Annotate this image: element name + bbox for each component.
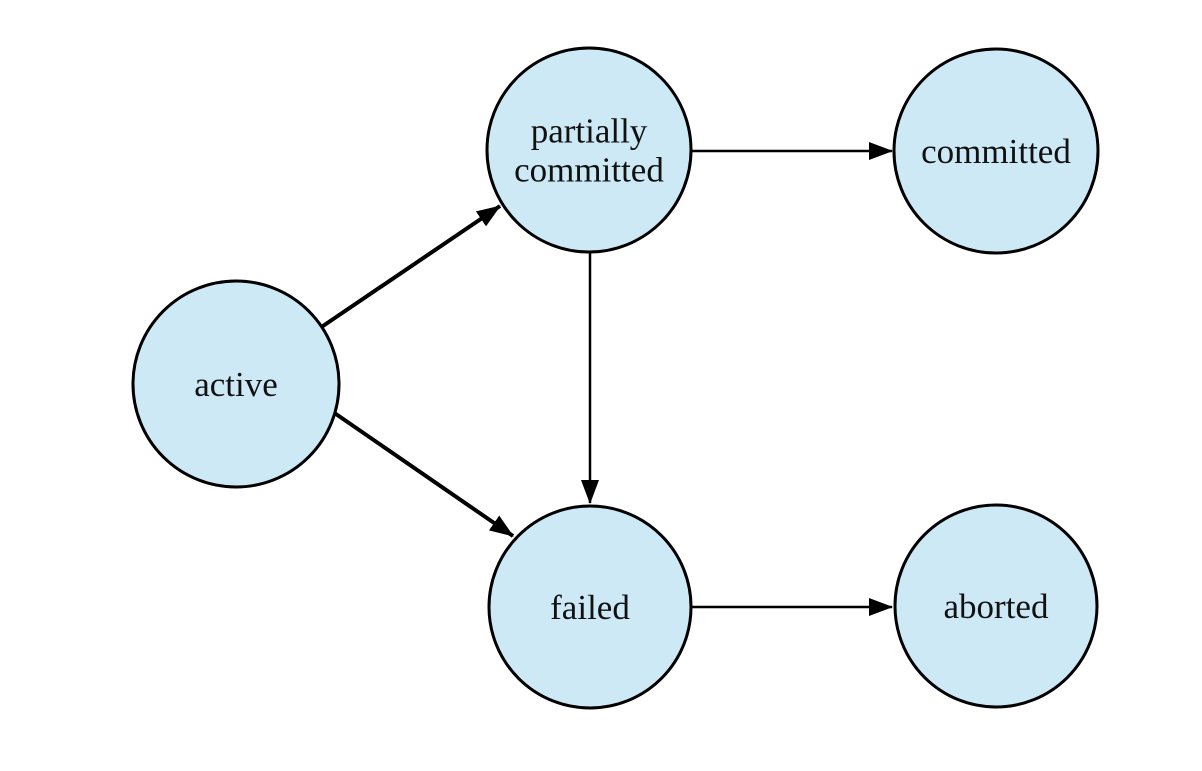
state-node-aborted: aborted	[893, 503, 1099, 709]
node-circle-failed	[487, 504, 693, 710]
edge-active-to-failed	[331, 410, 515, 538]
node-circle-committed	[892, 47, 1100, 255]
node-label-failed: failed	[550, 588, 630, 627]
node-label-line: committed	[921, 132, 1071, 171]
node-label-line: aborted	[944, 587, 1049, 626]
node-label-committed: committed	[921, 132, 1071, 171]
node-circle-active	[131, 279, 341, 489]
node-label-line: partially	[531, 111, 648, 150]
state-node-committed: committed	[892, 47, 1100, 255]
edge-active-to-partially-committed	[318, 204, 502, 330]
state-node-active: active	[131, 279, 341, 489]
node-circle-aborted	[893, 503, 1099, 709]
node-label-line: active	[194, 365, 278, 404]
node-label-line: failed	[550, 588, 630, 627]
node-label-line: committed	[514, 150, 664, 189]
edges-layer	[318, 142, 893, 616]
node-label-active: active	[194, 365, 278, 404]
node-circle-partially-committed	[485, 46, 693, 254]
state-node-failed: failed	[487, 504, 693, 710]
node-label-aborted: aborted	[944, 587, 1049, 626]
